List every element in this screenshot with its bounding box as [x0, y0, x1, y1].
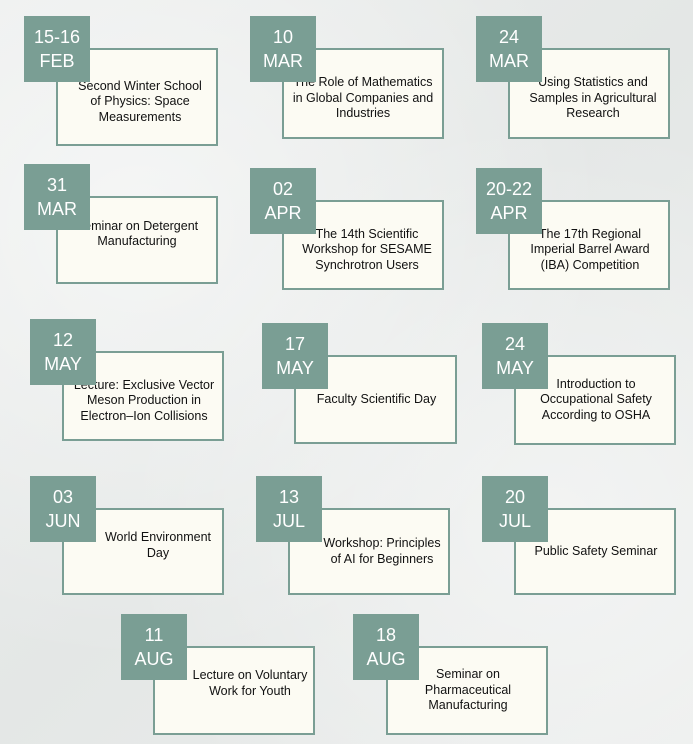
event-date-badge: 12 MAY	[30, 319, 96, 385]
event-month: MAY	[44, 354, 82, 374]
event-title: Second Winter School of Physics: Space M…	[78, 78, 202, 124]
event-title: The 17th Regional Imperial Barrel Award …	[530, 226, 650, 272]
event-day: 03	[52, 487, 74, 507]
event-title: World Environment Day	[104, 530, 212, 560]
event-date-badge: 31 MAR	[24, 164, 90, 230]
event-date-badge: 20-22 APR	[476, 168, 542, 234]
event-title: Lecture on Voluntary Work for Youth	[192, 668, 308, 698]
event-title-box: The 14th Scientific Workshop for SESAME …	[282, 200, 444, 290]
event-title: Introduction to Occupational Safety Acco…	[540, 376, 652, 422]
event-date-badge: 24 MAR	[476, 16, 542, 82]
event-day: 02	[272, 179, 294, 199]
event-date-badge: 24 MAY	[482, 323, 548, 389]
event-title: The Role of Mathematics in Global Compan…	[292, 75, 434, 121]
event-day: 13	[278, 487, 300, 507]
event-day: 11	[144, 625, 164, 645]
event-day: 24	[498, 27, 520, 47]
event-day: 24	[504, 334, 526, 354]
event-date-badge: 11 AUG	[121, 614, 187, 680]
event-date-badge: 10 MAR	[250, 16, 316, 82]
event-title: Seminar on Pharmaceutical Manufacturing	[424, 667, 512, 713]
event-title: Seminar on Detergent Manufacturing	[75, 218, 199, 249]
event-day: 12	[52, 330, 74, 350]
event-title: The 14th Scientific Workshop for SESAME …	[302, 226, 432, 272]
event-date-badge: 13 JUL	[256, 476, 322, 542]
event-day: 17	[284, 334, 306, 354]
event-month: MAR	[489, 51, 529, 71]
event-day: 10	[272, 27, 294, 47]
event-title: Faculty Scientific Day	[316, 391, 437, 406]
event-day: 15-16	[33, 27, 81, 47]
event-month: AUG	[134, 649, 174, 669]
event-title: Workshop: Principles of AI for Beginners	[323, 536, 441, 566]
event-title-box: Lecture on Voluntary Work for Youth	[153, 646, 315, 735]
event-date-badge: 03 JUN	[30, 476, 96, 542]
event-month: FEB	[39, 51, 75, 71]
event-date-badge: 02 APR	[250, 168, 316, 234]
event-date-badge: 18 AUG	[353, 614, 419, 680]
event-date-badge: 15-16 FEB	[24, 16, 90, 82]
event-month: JUL	[498, 511, 531, 531]
event-day: 18	[375, 625, 397, 645]
event-title-box: The Role of Mathematics in Global Compan…	[282, 48, 444, 139]
event-month: MAR	[37, 199, 77, 219]
event-month: JUN	[45, 511, 81, 531]
event-date-badge: 17 MAY	[262, 323, 328, 389]
event-month: APR	[264, 203, 302, 223]
event-day: 31	[46, 175, 68, 195]
event-month: APR	[490, 203, 528, 223]
event-month: MAY	[496, 358, 534, 378]
event-month: MAR	[263, 51, 303, 71]
event-title: Using Statistics and Samples in Agricult…	[529, 75, 657, 121]
event-month: MAY	[276, 358, 314, 378]
event-month: AUG	[366, 649, 406, 669]
event-day: 20-22	[485, 179, 533, 199]
event-title: Public Safety Seminar	[534, 543, 658, 558]
event-date-badge: 20 JUL	[482, 476, 548, 542]
event-day: 20	[504, 487, 526, 507]
event-month: JUL	[272, 511, 305, 531]
event-title: Lecture: Exclusive Vector Meson Producti…	[73, 377, 215, 423]
